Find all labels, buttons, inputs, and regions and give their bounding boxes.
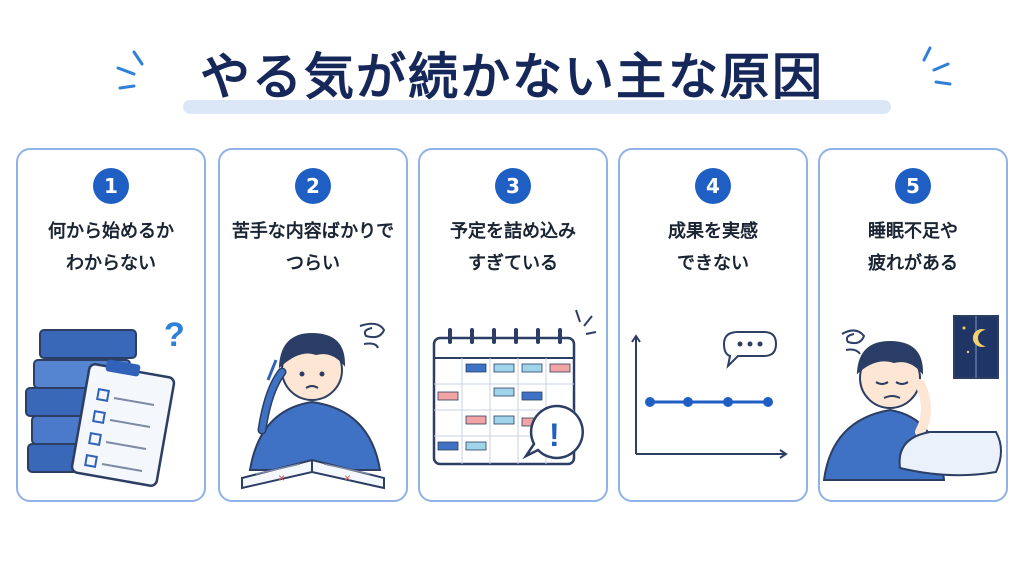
cause-card-2: 2 苦手な内容ばかりで つらい × ×	[218, 148, 408, 502]
cause-label-line1: 睡眠不足や	[868, 221, 958, 242]
cause-label-line2: 疲れがある	[868, 253, 958, 274]
cause-label-line1: 何から始めるか	[48, 221, 174, 242]
page-title: やる気が続かない主な原因	[200, 48, 824, 106]
cause-card-5: 5 睡眠不足や 疲れがある	[818, 148, 1008, 502]
cause-label: 成果を実感 できない	[624, 216, 802, 280]
cause-number-badge: 2	[295, 168, 331, 204]
cause-label-line2: できない	[677, 253, 749, 274]
cause-label-line2: つらい	[286, 253, 340, 274]
cause-label-line1: 予定を詰め込み	[450, 221, 576, 242]
books-checklist-icon: ?	[25, 316, 185, 487]
header: やる気が続かない主な原因	[0, 0, 1024, 140]
confused-student-icon: × ×	[241, 322, 386, 490]
cause-label-line2: すぎている	[468, 253, 558, 274]
wrong-mark-icon: ×	[278, 471, 285, 485]
cause-label: 予定を詰め込み すぎている	[424, 216, 602, 280]
cause-number-badge: 5	[895, 168, 931, 204]
dizzy-swirl-icon	[841, 329, 866, 355]
alert-mark-icon: !	[549, 417, 560, 453]
cause-label-line1: 成果を実感	[668, 221, 758, 242]
cause-label: 苦手な内容ばかりで つらい	[224, 216, 402, 280]
flat-progress-graph-icon	[631, 331, 788, 459]
wrong-mark-icon: ×	[344, 471, 351, 485]
cause-label: 睡眠不足や 疲れがある	[824, 216, 1002, 280]
stress-lines-icon	[575, 309, 597, 335]
cause-label-line1: 苦手な内容ばかりで	[231, 221, 395, 242]
spark-left-icon	[116, 50, 144, 90]
confusion-swirl-icon	[359, 322, 386, 349]
title-underline	[183, 100, 891, 114]
cause-card-4: 4 成果を実感 できない	[618, 148, 808, 502]
question-mark-icon: ?	[164, 316, 185, 354]
cause-number-badge: 4	[695, 168, 731, 204]
overfull-calendar-icon: !	[432, 309, 597, 466]
spark-right-icon	[922, 46, 952, 86]
cause-card-3: 3 予定を詰め込み すぎている	[418, 148, 608, 502]
speech-bubble-icon	[722, 331, 778, 370]
cause-label: 何から始めるか わからない	[22, 216, 200, 280]
tired-person-night-icon	[822, 315, 1002, 481]
cause-label-line2: わからない	[66, 253, 156, 274]
cause-number-badge: 3	[495, 168, 531, 204]
cause-number-badge: 1	[93, 168, 129, 204]
cause-card-1: 1 何から始めるか わからない ?	[16, 148, 206, 502]
night-window-icon	[953, 315, 999, 379]
